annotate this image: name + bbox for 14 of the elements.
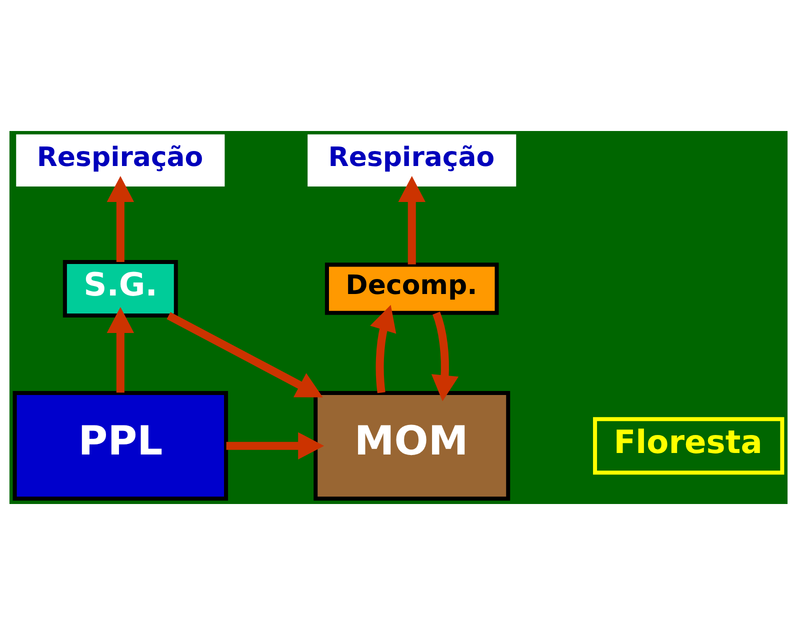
arrow (370, 304, 396, 394)
arrow (226, 432, 324, 460)
node-box: S.G. (62, 260, 178, 318)
node-box: Floresta (592, 417, 784, 475)
node-box: Decomp. (324, 262, 498, 315)
node-box: Respiração (307, 134, 516, 186)
arrow (430, 312, 458, 402)
arrow (166, 312, 322, 398)
node-box: PPL (12, 391, 228, 501)
node-box: Respiração (16, 134, 224, 186)
arrow (106, 306, 134, 393)
node-box: MOM (313, 391, 510, 501)
arrow (106, 176, 134, 262)
arrow (398, 176, 426, 264)
